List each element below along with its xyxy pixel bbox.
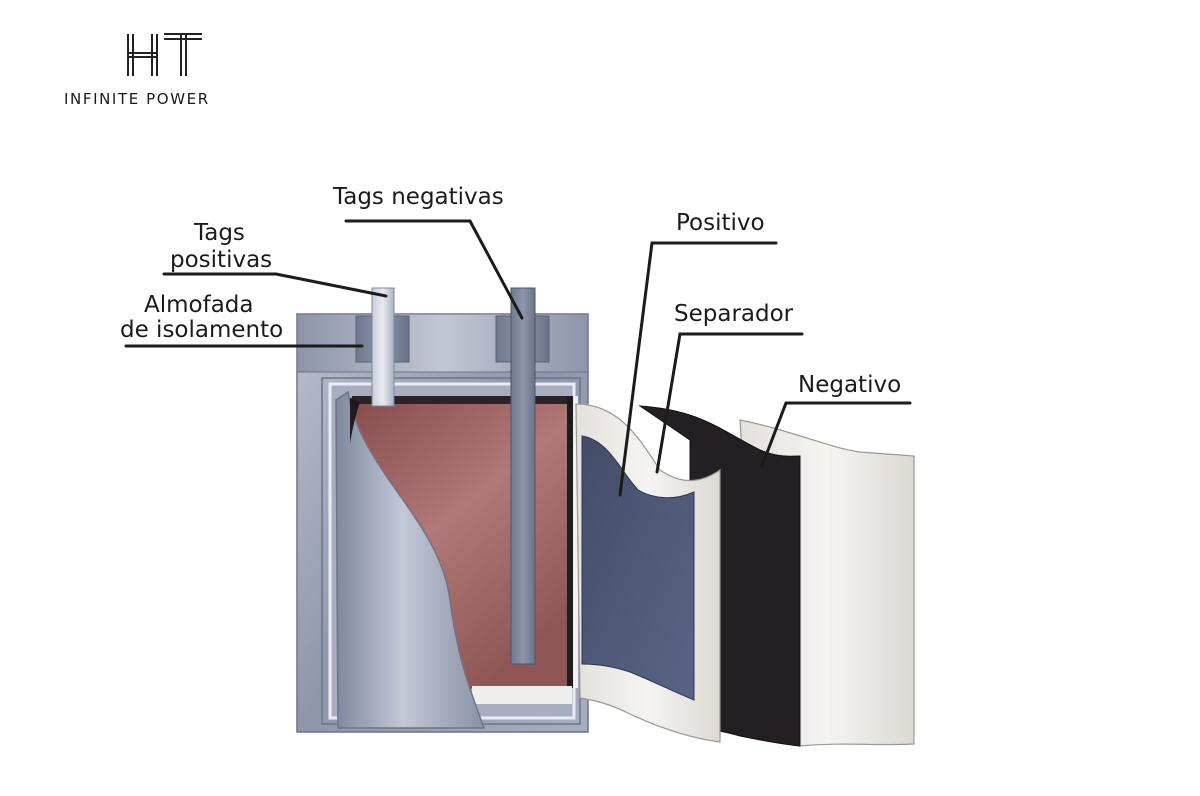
leader-positivo <box>618 241 778 497</box>
label-almofada-2: de isolamento <box>120 317 284 343</box>
leader-tags-negativas <box>344 219 524 320</box>
negative-tab <box>510 287 536 665</box>
label-negativo: Negativo <box>798 372 902 398</box>
leader-tags-positivas <box>162 272 388 298</box>
label-almofada-1: Almofada <box>144 292 254 318</box>
ht-logo-mark <box>127 33 202 76</box>
leader-separador <box>655 332 804 474</box>
label-positivo: Positivo <box>676 210 765 236</box>
label-tags-negativas: Tags negativas <box>333 184 504 210</box>
label-separador: Separador <box>674 301 794 327</box>
logo-tagline: INFINITE POWER <box>64 90 210 108</box>
label-tags-positivas-1: Tags <box>194 220 245 246</box>
positive-tab <box>371 287 395 407</box>
brand-logo: INFINITE POWER <box>64 28 264 118</box>
label-tags-positivas-2: positivas <box>170 247 273 273</box>
casing-flap <box>335 390 486 729</box>
leader-negativo <box>760 401 912 468</box>
positive-layer <box>581 435 695 701</box>
